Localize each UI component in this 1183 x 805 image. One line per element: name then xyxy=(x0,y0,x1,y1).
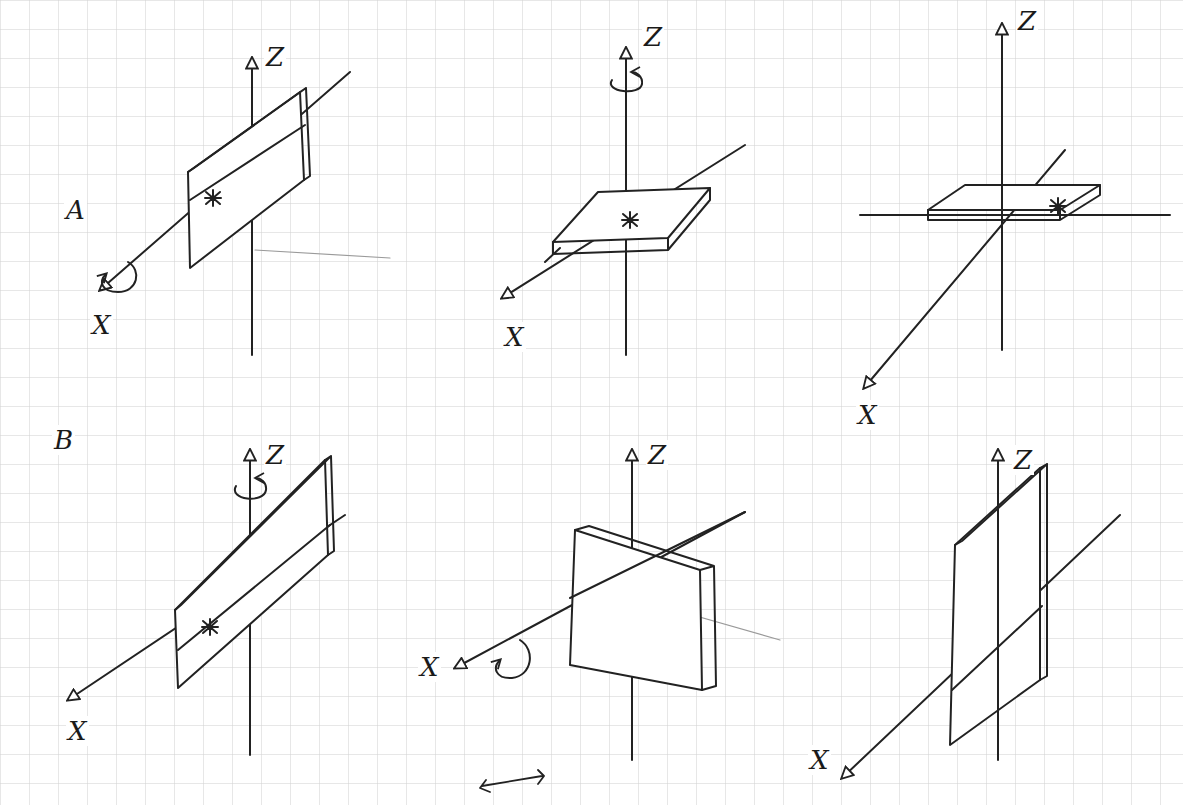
axis-label: Z xyxy=(264,440,286,470)
axis-label: Z xyxy=(646,440,668,470)
panel-b3 xyxy=(842,450,1120,778)
axis-label: Z xyxy=(264,42,286,72)
axis-label: Z xyxy=(642,22,664,52)
axis-label: Z xyxy=(1012,445,1034,475)
panel-a3 xyxy=(860,24,1170,388)
axis-label: X xyxy=(503,322,526,352)
panel-b2 xyxy=(455,450,780,792)
axis-label: X xyxy=(808,745,831,775)
axis-label: X xyxy=(66,716,89,746)
axis-label: X xyxy=(90,310,113,340)
row-label: A xyxy=(64,195,87,225)
axis-label: Z xyxy=(1016,6,1038,36)
panel-a1 xyxy=(100,58,390,355)
row-label: B xyxy=(52,425,75,455)
axis-label: X xyxy=(418,652,441,682)
panel-a2 xyxy=(502,48,745,355)
axis-label: X xyxy=(856,400,879,430)
panel-b1 xyxy=(68,450,345,755)
